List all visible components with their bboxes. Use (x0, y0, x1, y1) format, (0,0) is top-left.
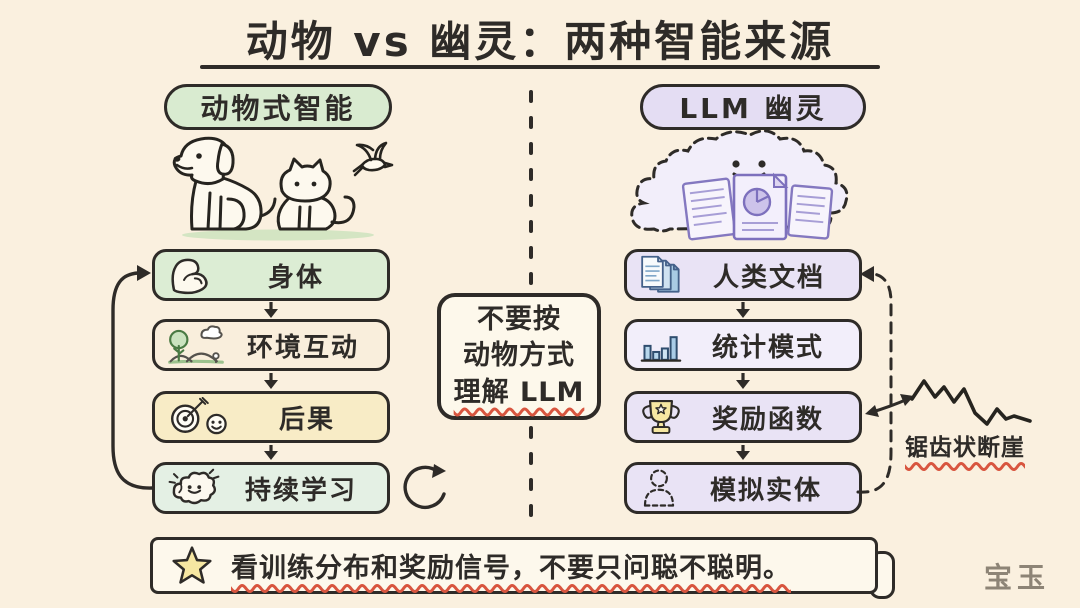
node-body: 身体 (152, 249, 390, 301)
right-flow-arrow-2 (736, 373, 750, 389)
node-consequences: 后果 (152, 391, 390, 443)
reward-cliff-arrow (865, 394, 914, 417)
left-flow-arrow-3 (264, 445, 278, 460)
node-label: 身体 (267, 262, 324, 293)
ghost-eye-right (758, 160, 766, 168)
note-line-2: 动物方式 (463, 340, 575, 372)
documents-icon (641, 255, 680, 293)
node-human-documents: 人类文档 (624, 249, 862, 301)
left-header-label: 动物式智能 (200, 92, 356, 125)
node-label: 环境互动 (246, 332, 359, 363)
feedback-loop-arrow (111, 265, 154, 490)
node-environment: 环境互动 (152, 319, 390, 371)
trophy-icon (642, 399, 680, 434)
left-flow-arrow-2 (264, 373, 278, 389)
cliff-annotation-text: 锯齿状断崖 (905, 435, 1025, 461)
muscle-icon (171, 258, 208, 295)
node-label: 统计模式 (711, 332, 824, 363)
dog-cat-bird-illustration (172, 136, 394, 241)
note-line-1: 不要按 (477, 303, 561, 335)
bird (352, 141, 394, 177)
node-continual-learning: 持续学习 (152, 462, 390, 514)
ghost-documents (681, 172, 834, 241)
cat-eye-right (311, 181, 317, 187)
simulation-feedback-dashed-arrow (856, 266, 893, 494)
target-and-smiley-icon (170, 397, 227, 435)
ghost-eye-left (732, 160, 740, 168)
bar-chart-icon (640, 336, 682, 362)
note-line-3: 理解 LLM (453, 376, 585, 408)
node-statistical-patterns: 统计模式 (624, 319, 862, 371)
node-simulated-entity: 模拟实体 (624, 462, 862, 514)
cliff-annotation: 锯齿状断崖 (905, 428, 1065, 462)
node-label: 持续学习 (244, 475, 357, 506)
right-flow-arrow-3 (736, 445, 750, 460)
cat-eye-left (294, 181, 300, 187)
cat (276, 157, 356, 231)
dog-eye (196, 153, 202, 159)
landscape-icon (168, 325, 224, 364)
right-header-label: LLM 幽灵 (679, 92, 827, 125)
watermark: 宝玉 (984, 561, 1051, 594)
ghost-cloud-illustration (630, 129, 849, 241)
node-label: 人类文档 (712, 262, 825, 293)
node-label: 模拟实体 (709, 475, 822, 506)
continuous-learning-cycle-icon (403, 464, 446, 510)
dog-nose (173, 156, 181, 162)
center-warning-note: 不要按 动物方式 理解 LLM (437, 293, 601, 420)
jagged-cliff-line (910, 379, 1032, 426)
page-title: 动物 vs 幽灵：两种智能来源 (245, 17, 835, 66)
node-label: 后果 (278, 404, 335, 435)
bottom-banner: 看训练分布和奖励信号，不要只问聪不聪明。 (150, 537, 878, 594)
grass (182, 229, 374, 241)
right-flow-arrow-1 (736, 302, 750, 318)
person-outline-icon (643, 469, 675, 507)
banner-text: 看训练分布和奖励信号，不要只问聪不聪明。 (231, 553, 791, 584)
star-icon (172, 545, 212, 584)
node-reward-function: 奖励函数 (624, 391, 862, 443)
dog-mouth (175, 163, 194, 170)
left-flow-arrow-1 (264, 302, 278, 318)
left-column-header: 动物式智能 (164, 84, 392, 130)
right-column-header: LLM 幽灵 (640, 84, 866, 130)
dog (172, 136, 277, 231)
node-label: 奖励函数 (711, 404, 824, 435)
brain-icon (168, 468, 220, 505)
